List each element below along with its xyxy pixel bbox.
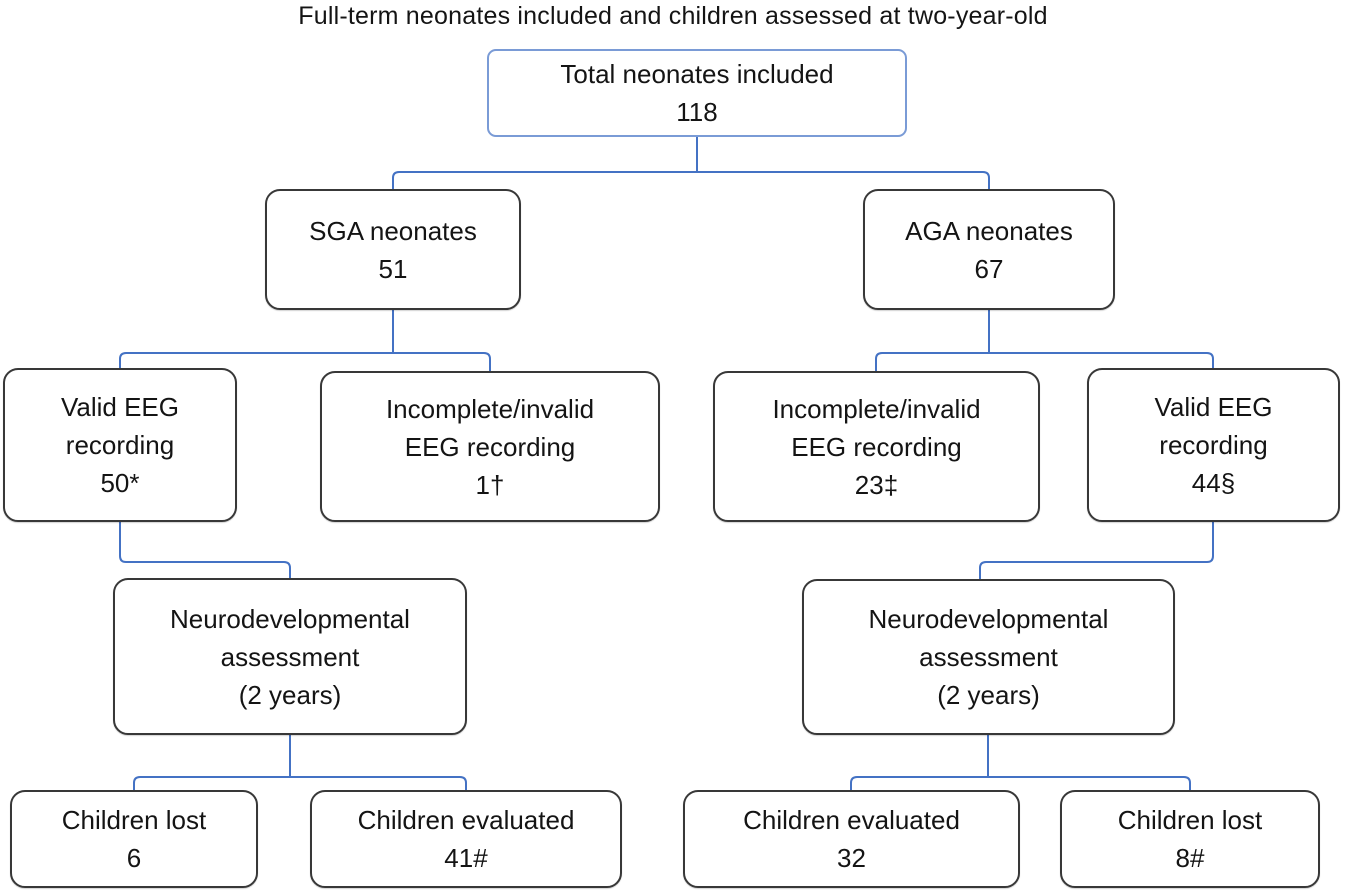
connector-sga-to-eeg <box>119 310 491 371</box>
connector-aga-to-eeg <box>875 310 1214 371</box>
figure-title: Full-term neonates included and children… <box>298 2 1048 30</box>
node-label: Incomplete/invalid EEG recording <box>772 393 981 462</box>
node-value: 1† <box>475 469 505 500</box>
node-value: 118 <box>676 97 718 127</box>
node-label: Incomplete/invalid EEG recording <box>385 393 595 462</box>
node-aga-neonates: AGA neonates 67 <box>863 189 1115 310</box>
node-label: Valid EEG recording <box>1154 392 1273 460</box>
node-label: Neurodevelopmental assessment <box>868 604 1109 672</box>
node-value: 44§ <box>1191 468 1236 498</box>
node-value: 50* <box>100 468 140 498</box>
node-value: 67 <box>974 253 1004 284</box>
node-value: 23‡ <box>854 469 899 500</box>
connector-neuro-sga-to-children <box>133 735 467 790</box>
node-label: Children lost <box>61 805 207 835</box>
node-value: (2 years) <box>937 680 1040 710</box>
node-value: 32 <box>837 843 866 873</box>
connector-neuro-aga-to-children <box>850 735 1191 790</box>
node-neuro-assessment-sga: Neurodevelopmental assessment (2 years) <box>113 578 467 735</box>
node-label: Children evaluated <box>357 805 575 835</box>
node-value: 8# <box>1175 843 1205 873</box>
node-total-neonates: Total neonates included 118 <box>487 49 907 137</box>
connector-sga-valid-to-neuro <box>119 522 291 578</box>
node-neuro-assessment-aga: Neurodevelopmental assessment (2 years) <box>802 579 1175 735</box>
node-value: (2 years) <box>238 679 342 710</box>
node-aga-invalid-eeg: Incomplete/invalid EEG recording 23‡ <box>713 371 1040 522</box>
node-value: 6 <box>126 843 142 873</box>
node-sga-valid-eeg: Valid EEG recording 50* <box>3 368 237 522</box>
node-label: Neurodevelopmental assessment <box>170 603 410 672</box>
connector-aga-valid-to-neuro <box>979 522 1214 579</box>
node-sga-neonates: SGA neonates 51 <box>265 189 521 310</box>
node-label: Children evaluated <box>743 805 960 835</box>
node-children-lost-sga: Children lost 6 <box>10 790 258 888</box>
node-label: Total neonates included <box>560 59 834 89</box>
node-value: 41# <box>444 843 488 873</box>
node-value: 51 <box>378 253 408 284</box>
node-label: SGA neonates <box>309 215 477 246</box>
node-label: Valid EEG recording <box>60 392 179 460</box>
node-label: AGA neonates <box>905 215 1073 246</box>
node-children-evaluated-aga: Children evaluated 32 <box>683 790 1020 888</box>
connector-total-to-sga-aga <box>392 137 990 190</box>
node-aga-valid-eeg: Valid EEG recording 44§ <box>1087 368 1340 522</box>
node-children-evaluated-sga: Children evaluated 41# <box>310 790 622 888</box>
node-label: Children lost <box>1117 805 1263 835</box>
node-children-lost-aga: Children lost 8# <box>1060 790 1320 888</box>
node-sga-invalid-eeg: Incomplete/invalid EEG recording 1† <box>320 371 660 522</box>
